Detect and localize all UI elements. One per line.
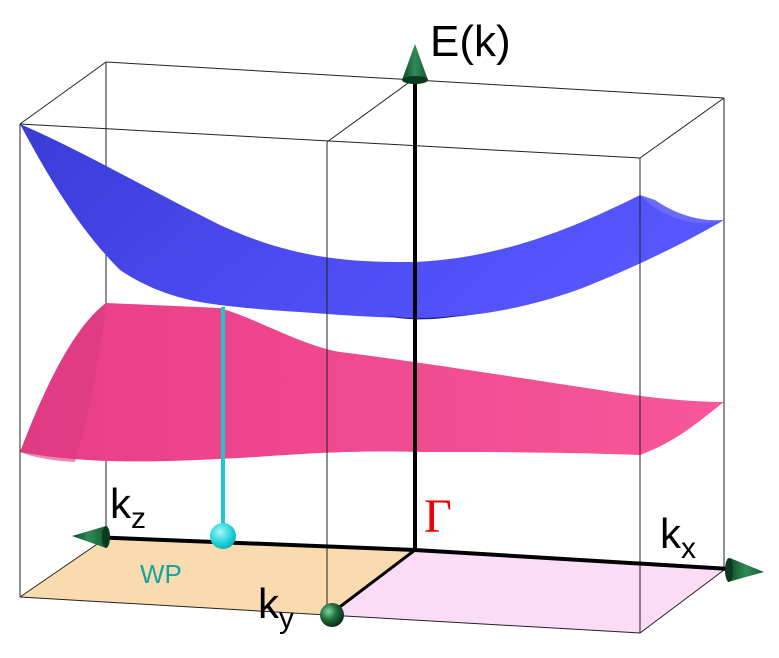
lower-band-shading [20, 303, 106, 462]
upper-band-surface [20, 124, 724, 318]
gamma-point-label: Γ [424, 490, 452, 543]
bounding-box-front [19, 123, 725, 634]
energy-axis-label: E(k) [430, 17, 511, 66]
lower-band-surface [20, 303, 724, 462]
ky-axis-label: ky [258, 580, 294, 635]
energy-axis-arrowhead [402, 44, 428, 84]
weyl-point-label: WP [140, 559, 182, 589]
ky-axis-sphere [320, 603, 344, 627]
kz-axis-label: kz [110, 480, 146, 535]
upper-band-right-edge [640, 195, 724, 223]
kz-axis-line [89, 535, 416, 552]
weyl-point-sphere [210, 523, 236, 549]
floor-plane-left [20, 538, 415, 615]
kx-axis-label: kx [660, 510, 696, 565]
floor-plane-right [327, 550, 724, 633]
ky-axis-line [332, 548, 416, 614]
kx-axis-arrowhead [725, 558, 764, 582]
upper-band-front-fold [384, 314, 470, 320]
kz-axis-arrowhead [72, 526, 110, 548]
kx-axis-line [414, 548, 731, 571]
